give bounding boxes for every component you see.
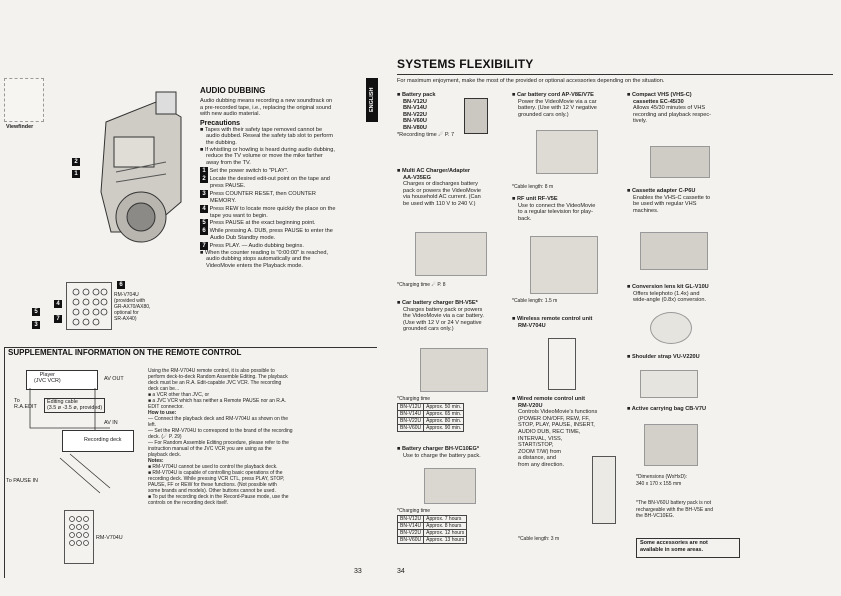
remote-control-illustration [66, 282, 112, 330]
cable-lines [29, 388, 111, 494]
supplemental-title: SUPPLEMENTAL INFORMATION ON THE REMOTE C… [8, 348, 246, 357]
section-title: AUDIO DUBBING [200, 86, 266, 95]
ac-adapter-illustration [415, 232, 487, 276]
battery-pack-illustration [464, 98, 488, 134]
shoulder-strap-illustration [640, 370, 698, 398]
rf-unit-illustration [530, 236, 598, 294]
intro-text: For maximum enjoyment, make the most of … [397, 78, 665, 84]
viewfinder-illustration [4, 78, 44, 122]
multi-ac-item: ■ Multi AC Charger/Adapter AA-V35EG Char… [397, 168, 481, 207]
remote-illustration [64, 510, 94, 564]
av-in-label: AV IN [104, 420, 118, 426]
step-marker: 3 [32, 313, 40, 331]
page-number-left: 33 [354, 568, 362, 575]
cable-length-note: *Cable length: 1.5 m [512, 298, 558, 304]
step-marker: 5 [32, 300, 40, 318]
player-label: Player (JVC VCR) [34, 372, 61, 385]
compact-vhs-item: ■ Compact VHS (VHS-C) cassettes EC-45/30… [627, 92, 712, 125]
conversion-lens-illustration [650, 312, 692, 344]
wired-remote-item: ■ Wired remote control unit RM-V20U Cont… [512, 396, 598, 468]
car-charger-illustration [420, 348, 488, 392]
precaution-item: ■ Tapes with their safety tape removed c… [200, 126, 335, 166]
intro-text: Audio dubbing means recording a new soun… [200, 98, 333, 118]
battery-footnote: *The BN-V60U battery pack is not recharg… [636, 500, 713, 520]
cassette-adapter-illustration [640, 232, 708, 270]
wireless-remote-illustration [548, 338, 576, 390]
car-cord-item: ■ Car battery cord AP-V8E/V7E Power the … [512, 92, 597, 118]
title-rule [397, 74, 833, 75]
camcorder-illustration [86, 82, 188, 257]
player-box [26, 370, 98, 390]
battery-pack-item: ■ Battery pack BN-V12U BN-V14U BN-V22U B… [397, 92, 455, 138]
battery-charger-illustration [424, 468, 476, 504]
cable-length-note: *Cable length: 3 m [518, 536, 560, 542]
supplemental-frame [4, 347, 377, 578]
car-cord-illustration [536, 130, 598, 174]
rf-unit-item: ■ RF unit RF-V5E Use to connect the Vide… [512, 196, 596, 222]
to-pause-in-label: To PAUSE IN [6, 478, 38, 484]
recording-deck-label: Recording deck [84, 437, 122, 443]
viewfinder-label: Viewfinder [6, 124, 34, 130]
recording-deck-box [62, 430, 134, 452]
precautions-title: Precautions [200, 119, 241, 127]
carrying-bag-illustration [644, 424, 698, 466]
editing-cable-label: Editing cable (3.5 ø -3.5 ø, provided) [44, 398, 106, 413]
cassette-adapter-item: ■ Cassette adapter C-P6U Enables the VHS… [627, 188, 711, 214]
wireless-remote-item: ■ Wireless remote control unit RM-V704U [512, 316, 593, 329]
page-title: SYSTEMS FLEXIBILITY [397, 57, 534, 71]
page-number-right: 34 [397, 568, 405, 575]
steps-list: 1 Set the power switch to "PLAY". 2 Loca… [200, 167, 360, 250]
shoulder-strap-item: ■ Shoulder strap VU-V220U [627, 354, 700, 360]
charging-time-note: *Charging time ☄ P. 8 [397, 282, 446, 288]
conversion-lens-item: ■ Conversion lens kit GL-V10U Offers tel… [627, 284, 709, 304]
to-ra-edit-label: To R.A.EDIT [14, 398, 37, 411]
step-marker: 2 [72, 150, 80, 168]
vhs-cassette-illustration [650, 146, 710, 178]
dimensions-note: *Dimensions (WxHxD): 340 x 170 x 155 mm [636, 474, 688, 487]
cable-length-note: *Cable length: 8 m [512, 184, 554, 190]
availability-notice: Some accessories are not available in so… [636, 538, 740, 558]
supplemental-body: Using the RM-V704U remote control, it is… [148, 368, 293, 506]
step-marker: 7 [54, 307, 62, 325]
step-marker: 4 [54, 292, 62, 310]
final-note: ■ When the counter reading is "0:00:00" … [200, 249, 329, 269]
battery-charger-item: ■ Battery charger BH-VC10EG* Use to char… [397, 446, 481, 459]
av-out-label: AV OUT [104, 376, 124, 382]
carrying-bag-item: ■ Active carrying bag CB-V7U [627, 406, 707, 412]
remote-label: RM-V704U [96, 535, 123, 541]
english-tab: ENGLISH [366, 78, 378, 122]
step-marker: 6 [117, 273, 125, 291]
audio-dubbing-section: AUDIO DUBBING Audio dubbing means record… [200, 86, 360, 270]
step-marker: 1 [72, 162, 80, 180]
remote-caption: RM-V704U (provided with GR-AX70/AX80, op… [114, 292, 151, 322]
car-charger-item: ■ Car battery charger BH-V5E* Charges ba… [397, 300, 484, 333]
wired-remote-illustration [592, 456, 616, 524]
